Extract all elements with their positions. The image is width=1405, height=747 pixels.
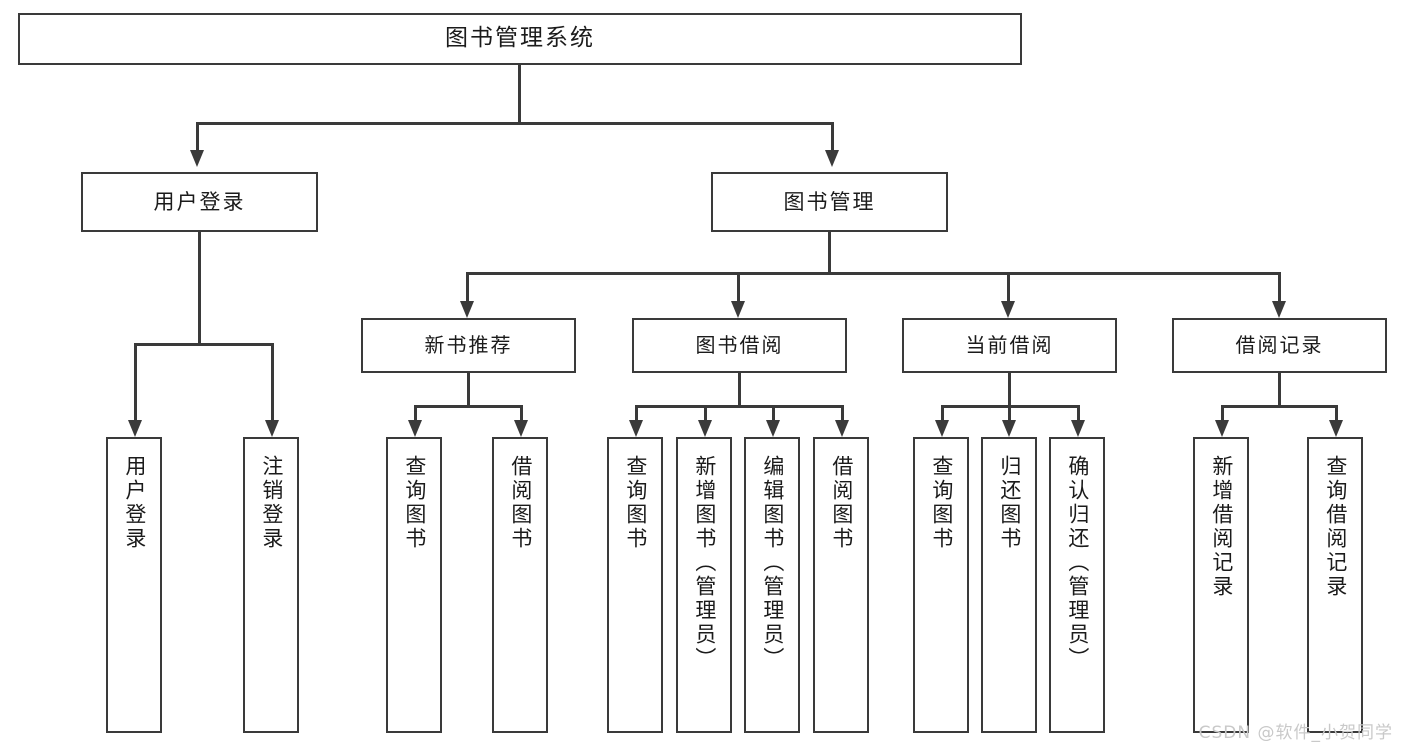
connector-to-borrow-record bbox=[1278, 272, 1281, 302]
connector-book-borrow-bus bbox=[635, 405, 844, 408]
arrowhead-leaf-borrow-edit bbox=[766, 420, 780, 437]
connector-current-drop-3 bbox=[1077, 405, 1080, 422]
connector-root-to-book-manage bbox=[831, 122, 834, 150]
node-current-borrowing[interactable]: 当前借阅 bbox=[902, 318, 1117, 373]
leaf-borrowing-borrow-book[interactable]: 借阅图书 bbox=[813, 437, 869, 733]
arrowhead-leaf-borrow-add bbox=[698, 420, 712, 437]
connector-book-borrow-stem bbox=[738, 373, 741, 406]
node-label: 编辑图书（管理员） bbox=[760, 455, 785, 671]
arrowhead-leaf-record-query bbox=[1329, 420, 1343, 437]
node-user-login[interactable]: 用户登录 bbox=[81, 172, 318, 232]
arrowhead-book-borrow bbox=[731, 301, 745, 318]
watermark-csdn: CSDN @软件_小贺同学 bbox=[1198, 723, 1393, 743]
node-book-management[interactable]: 图书管理 bbox=[711, 172, 948, 232]
arrowhead-user-login bbox=[190, 150, 204, 167]
connector-borrow-drop-2 bbox=[704, 405, 707, 422]
connector-current-drop-2 bbox=[1008, 405, 1011, 422]
node-label: 确认归还（管理员） bbox=[1065, 455, 1090, 671]
connector-to-current-borrow bbox=[1007, 272, 1010, 302]
leaf-record-query-borrowing-record[interactable]: 查询借阅记录 bbox=[1307, 437, 1363, 733]
node-label: 借阅图书 bbox=[508, 455, 533, 551]
arrowhead-leaf-current-return bbox=[1002, 420, 1016, 437]
connector-current-borrow-stem bbox=[1008, 373, 1011, 406]
connector-borrow-record-bus bbox=[1221, 405, 1337, 408]
leaf-record-add-borrowing-record[interactable]: 新增借阅记录 bbox=[1193, 437, 1249, 733]
node-label: 借阅记录 bbox=[1235, 332, 1324, 357]
connector-new-book-rec-stem bbox=[467, 373, 470, 406]
arrowhead-new-book-rec bbox=[460, 301, 474, 318]
node-root-book-management-system[interactable]: 图书管理系统 bbox=[18, 13, 1022, 65]
node-label: 查询图书 bbox=[929, 455, 954, 551]
connector-current-drop-1 bbox=[941, 405, 944, 422]
leaf-current-query-book[interactable]: 查询图书 bbox=[913, 437, 969, 733]
node-label: 图书管理系统 bbox=[445, 25, 595, 52]
leaf-borrowing-query-book[interactable]: 查询图书 bbox=[607, 437, 663, 733]
connector-root-stem bbox=[518, 65, 521, 123]
node-new-book-recommendation[interactable]: 新书推荐 bbox=[361, 318, 576, 373]
node-label: 图书管理 bbox=[783, 189, 876, 214]
node-book-borrowing[interactable]: 图书借阅 bbox=[632, 318, 847, 373]
connector-book-manage-bus bbox=[466, 272, 1280, 275]
connector-rec-drop-1 bbox=[414, 405, 417, 422]
arrowhead-current-borrow bbox=[1001, 301, 1015, 318]
connector-to-book-borrow bbox=[737, 272, 740, 302]
arrowhead-leaf-current-confirm bbox=[1071, 420, 1085, 437]
arrowhead-leaf-borrow-borrow bbox=[835, 420, 849, 437]
leaf-current-return-book[interactable]: 归还图书 bbox=[981, 437, 1037, 733]
node-borrowing-records[interactable]: 借阅记录 bbox=[1172, 318, 1387, 373]
connector-root-bus bbox=[196, 122, 834, 125]
connector-record-drop-1 bbox=[1221, 405, 1224, 422]
connector-borrow-drop-1 bbox=[635, 405, 638, 422]
leaf-user-logout[interactable]: 注销登录 bbox=[243, 437, 299, 733]
node-label: 图书借阅 bbox=[695, 332, 784, 357]
connector-user-login-stem bbox=[198, 232, 201, 344]
connector-to-new-book-rec bbox=[466, 272, 469, 302]
arrowhead-leaf-rec-query bbox=[408, 420, 422, 437]
connector-new-book-rec-bus bbox=[414, 405, 522, 408]
node-label: 归还图书 bbox=[997, 455, 1022, 551]
connector-record-drop-2 bbox=[1335, 405, 1338, 422]
node-label: 查询图书 bbox=[402, 455, 427, 551]
leaf-borrowing-edit-book-admin[interactable]: 编辑图书（管理员） bbox=[744, 437, 800, 733]
node-label: 注销登录 bbox=[259, 455, 284, 551]
node-label: 用户登录 bbox=[122, 455, 147, 551]
leaf-borrowing-add-book-admin[interactable]: 新增图书（管理员） bbox=[676, 437, 732, 733]
connector-rec-drop-2 bbox=[520, 405, 523, 422]
node-label: 新书推荐 bbox=[424, 332, 513, 357]
connector-borrow-record-stem bbox=[1278, 373, 1281, 406]
leaf-user-login[interactable]: 用户登录 bbox=[106, 437, 162, 733]
node-label: 新增借阅记录 bbox=[1209, 455, 1234, 599]
node-label: 查询借阅记录 bbox=[1323, 455, 1348, 599]
arrowhead-book-manage bbox=[825, 150, 839, 167]
node-label: 借阅图书 bbox=[829, 455, 854, 551]
leaf-current-confirm-return-admin[interactable]: 确认归还（管理员） bbox=[1049, 437, 1105, 733]
connector-book-manage-stem bbox=[828, 232, 831, 273]
connector-borrow-drop-4 bbox=[841, 405, 844, 422]
leaf-recommendation-query-book[interactable]: 查询图书 bbox=[386, 437, 442, 733]
arrowhead-leaf-user-logout bbox=[265, 420, 279, 437]
arrowhead-borrow-record bbox=[1272, 301, 1286, 318]
connector-borrow-drop-3 bbox=[772, 405, 775, 422]
arrowhead-leaf-record-add bbox=[1215, 420, 1229, 437]
node-label: 当前借阅 bbox=[965, 332, 1054, 357]
node-label: 用户登录 bbox=[153, 189, 246, 214]
connector-user-login-bus bbox=[134, 343, 273, 346]
arrowhead-leaf-user-login bbox=[128, 420, 142, 437]
connector-user-login-drop-2 bbox=[271, 343, 274, 421]
connector-user-login-drop-1 bbox=[134, 343, 137, 421]
arrowhead-leaf-current-query bbox=[935, 420, 949, 437]
leaf-recommendation-borrow-book[interactable]: 借阅图书 bbox=[492, 437, 548, 733]
arrowhead-leaf-borrow-query bbox=[629, 420, 643, 437]
node-label: 新增图书（管理员） bbox=[692, 455, 717, 671]
node-label: 查询图书 bbox=[623, 455, 648, 551]
connector-root-to-user-login bbox=[196, 122, 199, 150]
arrowhead-leaf-rec-borrow bbox=[514, 420, 528, 437]
